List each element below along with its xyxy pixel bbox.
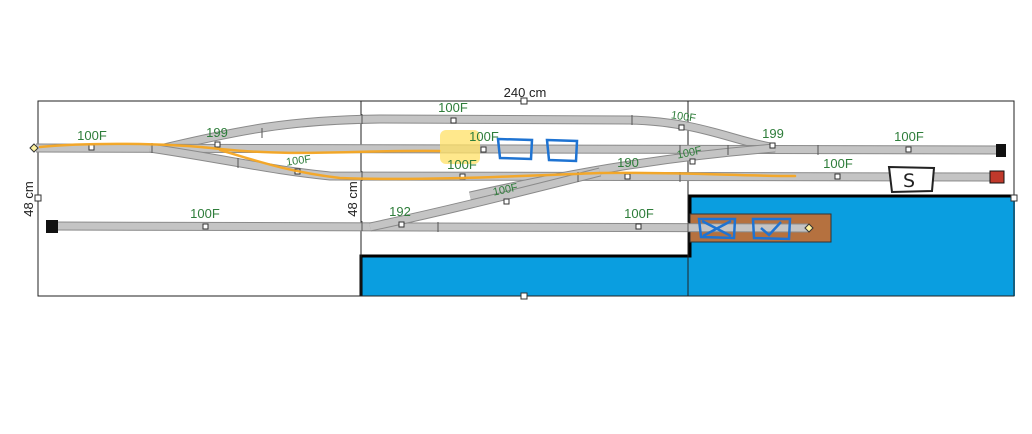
- width-dimension-label: 240 cm: [504, 85, 547, 100]
- track-label: 100F: [894, 129, 924, 144]
- dim-handle-top[interactable]: [520, 97, 528, 105]
- track-label: 100F: [469, 129, 499, 144]
- track-label: 199: [762, 126, 784, 141]
- track-label: 100F: [676, 145, 703, 162]
- track-label: 190: [617, 155, 639, 170]
- track-label: 100F: [285, 153, 312, 168]
- track-label: 100F: [624, 206, 654, 221]
- s-annotation-letter: S: [903, 170, 915, 192]
- track-label: 199: [206, 125, 228, 140]
- dim-handle-right[interactable]: [1010, 194, 1018, 202]
- highlight-blob: [440, 130, 480, 164]
- water-area: [361, 196, 1015, 296]
- buffer-stop-right-mid[interactable]: [989, 170, 1005, 184]
- track-label: 100F: [492, 182, 519, 199]
- wagon-marker-check[interactable]: [751, 217, 792, 241]
- s-annotation-box[interactable]: [887, 165, 936, 194]
- wagon-marker-1[interactable]: [496, 137, 534, 161]
- wagon-marker-x[interactable]: [697, 217, 737, 240]
- dim-handle-bottom[interactable]: [520, 292, 528, 300]
- track-label: 100F: [438, 100, 468, 115]
- track-label: 100F: [447, 157, 477, 172]
- track-end-platform-diamond[interactable]: [804, 223, 814, 233]
- buffer-stop-left-bottom[interactable]: [46, 220, 58, 233]
- dim-handle-left[interactable]: [34, 194, 42, 202]
- wagon-marker-2[interactable]: [545, 138, 579, 163]
- track-end-left-diamond[interactable]: [29, 143, 39, 153]
- route-highlight-line: [38, 142, 797, 181]
- track-label: 192: [389, 204, 411, 219]
- height-dimension-label-left: 48 cm: [21, 181, 36, 216]
- track-label: 100F: [77, 128, 107, 143]
- track-joints: [151, 114, 819, 232]
- height-dimension-label-mid: 48 cm: [345, 181, 360, 216]
- buffer-stop-right-top[interactable]: [996, 144, 1006, 157]
- track-group: [35, 114, 1005, 233]
- track-label: 100F: [190, 206, 220, 221]
- track-label: 100F: [823, 156, 853, 171]
- track-label: 100F: [670, 109, 697, 124]
